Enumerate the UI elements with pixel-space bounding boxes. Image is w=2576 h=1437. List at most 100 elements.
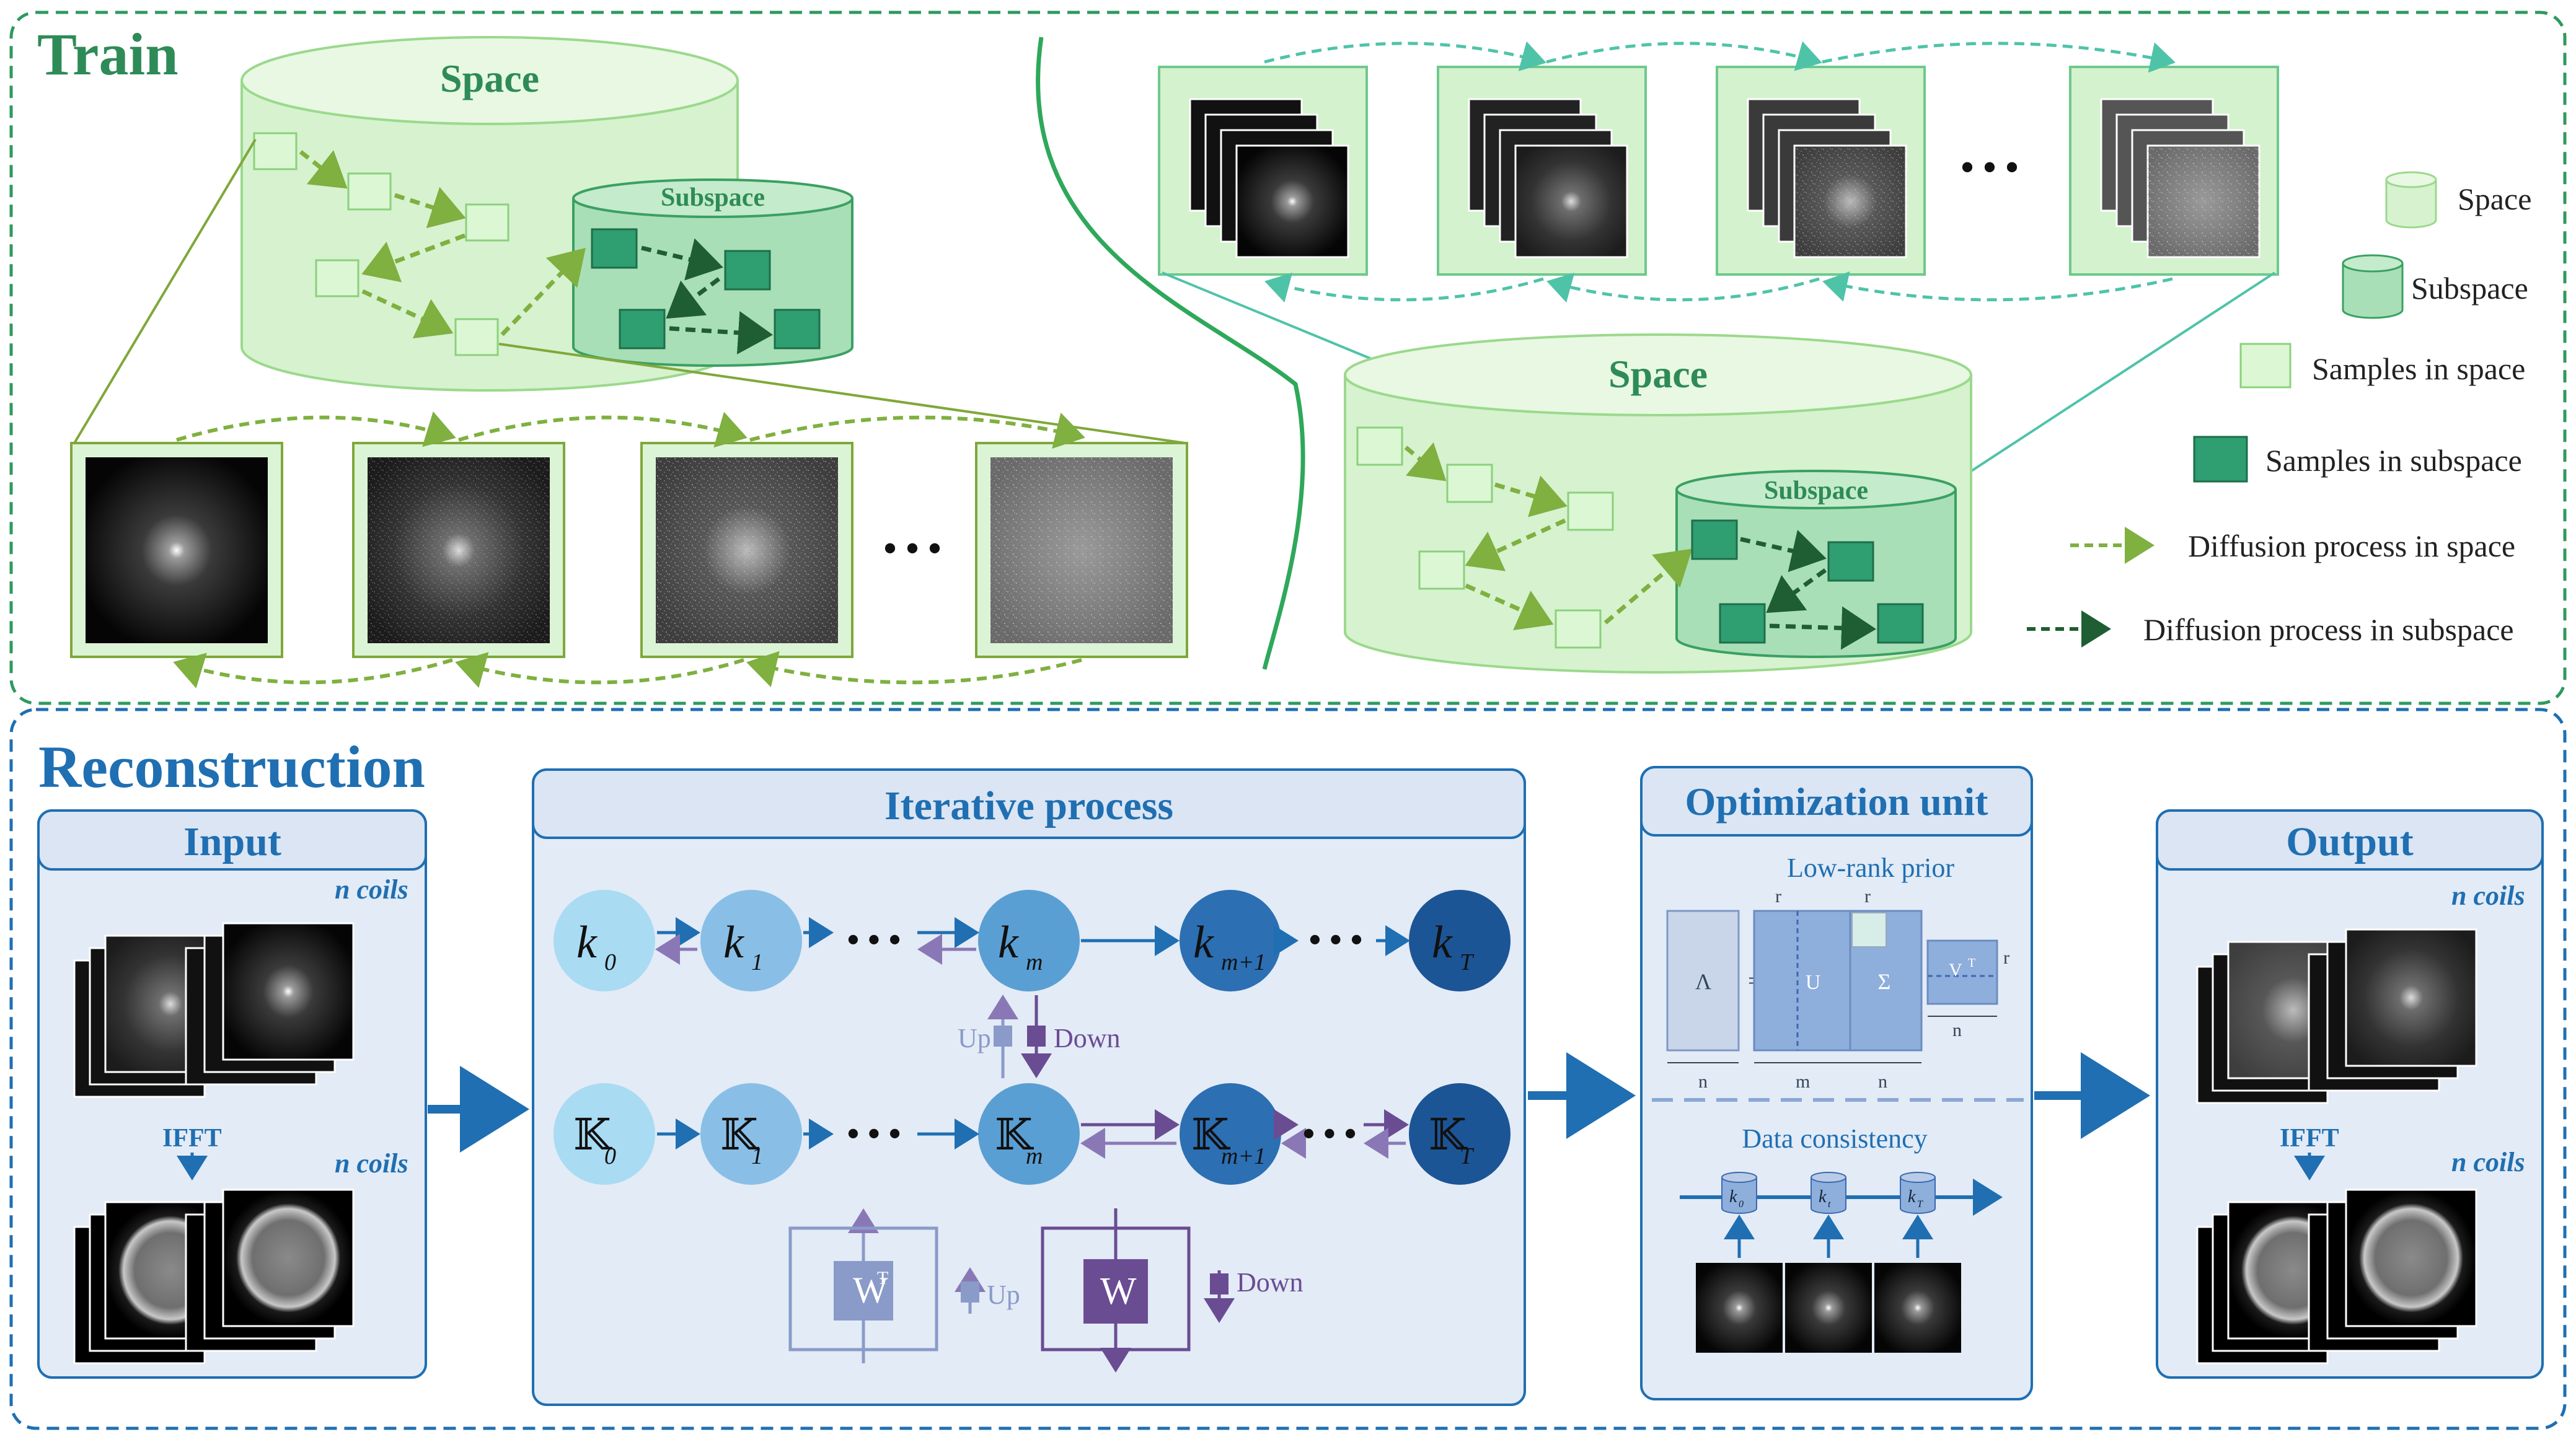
dc-k-sub: T (1917, 1199, 1923, 1210)
space-label-right: Space (1608, 352, 1708, 396)
iterative-title: Iterative process (884, 783, 1173, 828)
n-label: n (1698, 1071, 1708, 1092)
data-consistency-label: Data consistency (1742, 1123, 1927, 1154)
K-node-row: 𝕂 0 𝕂 1 𝕂 m 𝕂 m+1 𝕂 T (554, 1083, 1511, 1185)
coil-image-stack (73, 1189, 355, 1364)
K-row-arrows (657, 1109, 1409, 1159)
k-subscript: T (1460, 949, 1475, 975)
down-label: Down (1237, 1267, 1303, 1298)
legend-label: Diffusion process in space (2188, 529, 2515, 563)
train-panel: Train Space Subspace (9, 11, 2567, 705)
ellipsis: • • • (1309, 921, 1363, 959)
ifft-label: IFFT (2280, 1124, 2339, 1153)
k-label: k (1432, 917, 1453, 968)
k-label: k (576, 917, 598, 968)
n-label: n (1952, 1020, 1962, 1040)
cube-light-icon (2239, 343, 2291, 389)
w-block: W Down (1041, 1208, 1303, 1373)
ellipsis: • • • (847, 1115, 901, 1153)
dc-k-label: k (1729, 1187, 1737, 1206)
k-row-arrows (655, 917, 1410, 965)
projection-line (73, 138, 257, 444)
k-node-row: k 0 k 1 k m k m+1 k T (554, 890, 1511, 991)
w-label: W (1100, 1270, 1137, 1312)
input-title: Input (183, 819, 281, 864)
K-label: 𝕂 (1429, 1112, 1468, 1159)
K-subscript: T (1460, 1143, 1475, 1169)
diffusion-arrows-subspace-left (641, 238, 773, 354)
legend-label: Samples in subspace (2265, 443, 2522, 478)
down-label: Down (1054, 1023, 1121, 1053)
K-subscript: 1 (751, 1143, 763, 1169)
input-panel: Input n coils IFFT n coils (37, 809, 427, 1379)
output-panel: Output n coils IFFT n coils (2156, 809, 2544, 1379)
legend-label: Samples in space (2312, 351, 2525, 386)
up-down-connector: Up Down (958, 995, 1121, 1078)
n-coils-label: n coils (335, 874, 408, 905)
up-label: Up (987, 1280, 1020, 1310)
coil-kspace-stack (2196, 928, 2477, 1104)
train-title: Train (37, 21, 179, 87)
K-subscript: m (1026, 1143, 1043, 1169)
K-subscript: 0 (604, 1143, 616, 1169)
dc-k-sub: t (1828, 1199, 1831, 1210)
m-label: m (1796, 1071, 1810, 1092)
wt-label: W (853, 1270, 888, 1311)
wt-block: W T Up (788, 1208, 1020, 1363)
k-subscript: 0 (604, 949, 616, 975)
dc-flow: k 0 k t k T (1680, 1172, 2003, 1353)
legend-label: Diffusion process in subspace (2143, 612, 2514, 647)
K-label: 𝕂 (720, 1112, 759, 1159)
k-label: k (723, 917, 744, 968)
up-label: Up (958, 1023, 991, 1053)
reconstruction-panel: Reconstruction Input n coils IFFT n coil… (9, 708, 2567, 1430)
k-subscript: 1 (751, 949, 763, 975)
K-label: 𝕂 (573, 1112, 612, 1159)
K-label: 𝕂 (995, 1112, 1034, 1159)
samples-in-space-right (1356, 426, 1614, 649)
dc-k-label: k (1819, 1187, 1827, 1206)
u-label: U (1806, 971, 1821, 994)
ellipsis-left: • • • (883, 528, 941, 569)
cube-dark-icon (2193, 436, 2248, 483)
n-coils-label: n coils (2451, 1147, 2525, 1177)
r-label: r (1864, 886, 1871, 907)
samples-in-subspace-right (1691, 519, 1924, 644)
dc-k-sub: 0 (1739, 1199, 1744, 1210)
iterative-process-panel: Iterative process k 0 k 1 k m k m+1 k T (532, 768, 1526, 1406)
r-label: r (1775, 886, 1781, 907)
ellipsis: • • • (847, 921, 901, 959)
legend-label: Space (2458, 182, 2531, 216)
r-label: r (2003, 947, 2009, 968)
k-label: k (1193, 917, 1214, 968)
legend-label: Subspace (2411, 271, 2528, 305)
k-subscript: m (1026, 949, 1043, 975)
kspace-stacks-right: • • • (1158, 66, 2279, 276)
coil-image-stack (2196, 1189, 2477, 1364)
lowrank-label: Low-rank prior (1787, 853, 1954, 883)
ifft-label: IFFT (162, 1124, 222, 1153)
cylinder-dark-icon (2342, 254, 2404, 319)
ellipsis-right: • • • (1961, 147, 2018, 188)
cylinder-light-icon (2385, 171, 2437, 229)
optimization-title: Optimization unit (1685, 780, 1989, 824)
kspace-arrows-right (1264, 41, 2176, 303)
vt-label: V (1949, 960, 1962, 980)
reconstruction-title: Reconstruction (38, 734, 425, 800)
ellipsis: • • • (1303, 1115, 1357, 1153)
svd-diagram: Λ = U Σ V T r r r n m n n (1666, 886, 2009, 1092)
panel-divider (1036, 37, 1305, 670)
K-subscript: m+1 (1221, 1143, 1266, 1169)
K-label: 𝕂 (1191, 1112, 1230, 1159)
n-coils-label: n coils (335, 1148, 408, 1179)
subspace-label-right: Subspace (1764, 477, 1868, 505)
diffusion-arrows-space-left (299, 150, 586, 339)
legend: Space Subspace Samples in space Samples … (2027, 171, 2531, 648)
wt-sup: T (877, 1268, 888, 1288)
samples-in-space-left (253, 132, 509, 356)
lambda-label: Λ (1695, 969, 1711, 994)
sigma-label: Σ (1878, 969, 1891, 994)
output-title: Output (2286, 819, 2413, 864)
coil-kspace-stack (73, 922, 355, 1098)
